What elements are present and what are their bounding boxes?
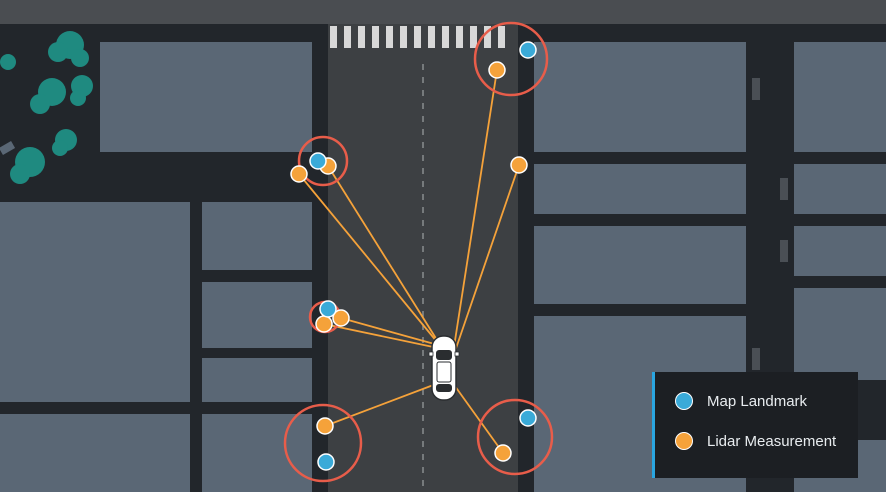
legend-item-lidar-measurement: Lidar Measurement bbox=[675, 430, 858, 452]
trees bbox=[0, 31, 93, 184]
bench bbox=[0, 141, 16, 155]
map-landmarks bbox=[309, 41, 537, 471]
measurement-lines bbox=[298, 69, 520, 454]
left-buildings bbox=[0, 42, 312, 492]
lidar-measurement-icon bbox=[675, 432, 693, 450]
top-strip bbox=[0, 0, 886, 24]
legend-label: Map Landmark bbox=[707, 392, 808, 410]
legend-item-map-landmark: Map Landmark bbox=[675, 390, 858, 412]
legend: Map Landmark Lidar Measurement bbox=[652, 372, 858, 478]
right-buildings bbox=[534, 42, 886, 492]
parked-markers bbox=[752, 78, 788, 370]
map-landmark-icon bbox=[675, 392, 693, 410]
legend-label: Lidar Measurement bbox=[707, 432, 837, 450]
vehicle-icon bbox=[428, 335, 460, 401]
crosswalk bbox=[330, 26, 505, 48]
